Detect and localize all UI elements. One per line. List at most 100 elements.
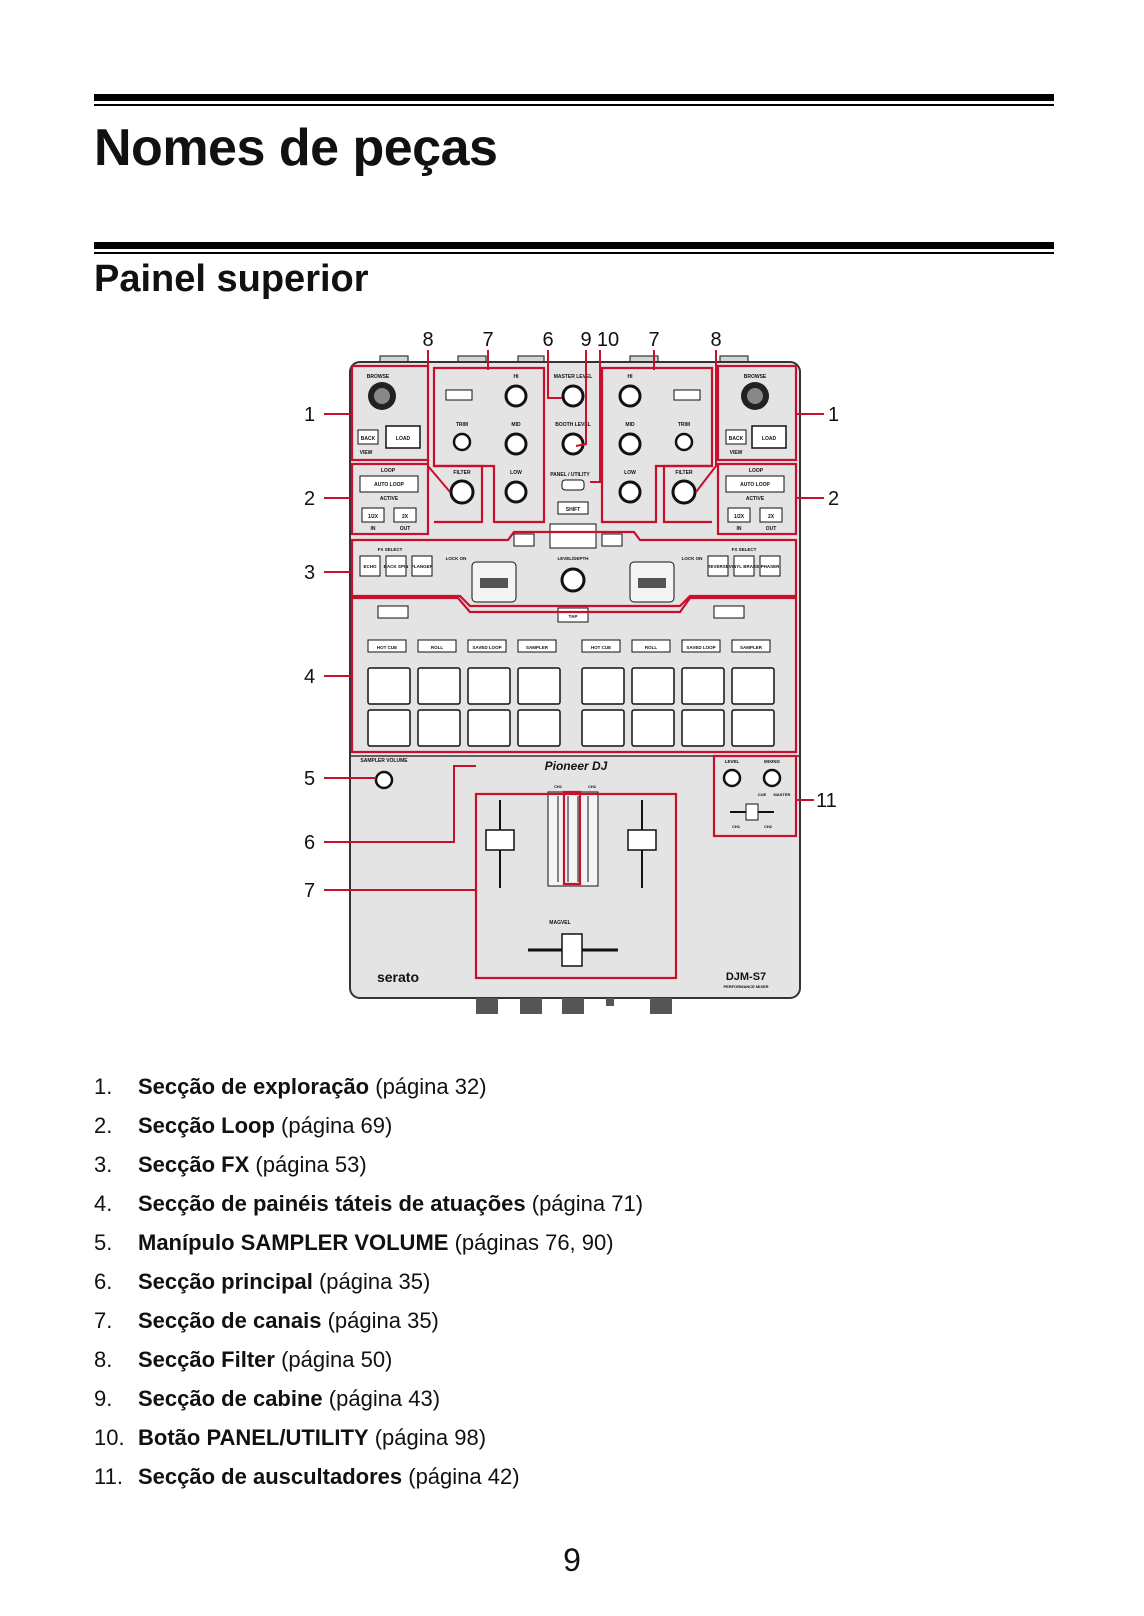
svg-text:LOCK ON: LOCK ON — [682, 556, 703, 561]
master-booth-section: MASTER LEVEL BOOTH LEVEL PANEL / UTILITY… — [549, 374, 597, 549]
svg-text:BACK SPIN: BACK SPIN — [384, 564, 409, 569]
svg-text:LEVEL: LEVEL — [725, 759, 740, 764]
svg-text:LEVEL/DEPTH: LEVEL/DEPTH — [557, 556, 588, 561]
list-item: 6.Secção principal (página 35) — [94, 1269, 431, 1294]
region-pads — [350, 596, 798, 754]
top-callouts: 8 7 6 9 10 7 8 — [422, 329, 721, 351]
callout-8-right: 8 — [710, 329, 721, 351]
region-filter-right — [662, 464, 712, 524]
svg-text:7: 7 — [304, 880, 315, 902]
svg-text:BOOTH LEVEL: BOOTH LEVEL — [555, 422, 591, 428]
loop-section-right: LOOP AUTO LOOP ACTIVE 1/2X 2X IN OUT — [725, 468, 785, 532]
side-callouts: 1 2 3 4 5 6 7 1 2 11 — [304, 404, 839, 902]
svg-text:OUT: OUT — [766, 526, 777, 532]
fx-section: FX SELECT FX SELECT ECHO BACK SPIN FLANG… — [359, 533, 781, 623]
svg-text:SAVED LOOP: SAVED LOOP — [686, 645, 715, 650]
svg-text:PANEL / UTILITY: PANEL / UTILITY — [550, 472, 590, 478]
svg-text:serato: serato — [377, 969, 419, 985]
svg-text:TRIM: TRIM — [678, 422, 690, 428]
svg-text:1: 1 — [304, 404, 315, 426]
svg-text:SAMPLER: SAMPLER — [526, 645, 549, 650]
svg-text:VINYL BRAKE: VINYL BRAKE — [729, 564, 759, 569]
svg-text:BROWSE: BROWSE — [367, 374, 390, 380]
mixer-top-panel-diagram: 8 7 6 9 10 7 8 BROWSE BACK LOAD VIEW BRO… — [304, 329, 839, 1014]
svg-text:MID: MID — [625, 422, 635, 428]
svg-text:LOW: LOW — [624, 470, 636, 476]
callout-7-left: 7 — [482, 329, 493, 351]
svg-text:ROLL: ROLL — [431, 645, 443, 650]
svg-text:FLANGER: FLANGER — [411, 564, 433, 569]
svg-text:2X: 2X — [768, 514, 775, 520]
svg-text:SAMPLER VOLUME: SAMPLER VOLUME — [360, 758, 408, 764]
callout-9-top: 9 — [580, 329, 591, 351]
heading-rule — [94, 94, 1054, 106]
svg-text:SAMPLER: SAMPLER — [740, 645, 763, 650]
svg-text:2: 2 — [828, 488, 839, 510]
list-item: 7.Secção de canais (página 35) — [94, 1308, 439, 1333]
svg-text:CH2: CH2 — [764, 824, 773, 829]
svg-text:6: 6 — [304, 832, 315, 854]
svg-text:SHIFT: SHIFT — [566, 507, 580, 513]
svg-text:4: 4 — [304, 666, 315, 688]
svg-text:VIEW: VIEW — [360, 450, 373, 456]
channel-eq-right: HI MID LOW TRIM FILTER — [618, 374, 701, 505]
svg-text:FILTER: FILTER — [453, 470, 471, 476]
svg-text:IN: IN — [737, 526, 742, 532]
svg-text:PERFORMANCE MIXER: PERFORMANCE MIXER — [723, 984, 768, 989]
callout-7-right: 7 — [648, 329, 659, 351]
svg-text:1/2X: 1/2X — [734, 514, 745, 520]
region-fx — [350, 530, 798, 608]
list-item: 4.Secção de painéis táteis de atuações (… — [94, 1191, 644, 1216]
highlight-regions — [350, 364, 798, 980]
svg-text:AUTO LOOP: AUTO LOOP — [374, 482, 404, 488]
svg-text:ACTIVE: ACTIVE — [380, 496, 399, 502]
svg-text:MASTER: MASTER — [774, 792, 791, 797]
svg-text:IN: IN — [371, 526, 376, 532]
svg-text:CH1: CH1 — [732, 824, 741, 829]
svg-text:ECHO: ECHO — [363, 564, 377, 569]
svg-text:CH2: CH2 — [588, 784, 597, 789]
svg-text:HOT CUE: HOT CUE — [591, 645, 611, 650]
svg-text:PHASER: PHASER — [761, 564, 781, 569]
list-item: 5.Manípulo SAMPLER VOLUME (páginas 76, 9… — [94, 1230, 614, 1255]
svg-text:HI: HI — [628, 374, 634, 380]
region-channel-right — [600, 366, 714, 524]
svg-text:LOAD: LOAD — [396, 436, 411, 442]
list-item: 9.Secção de cabine (página 43) — [94, 1386, 441, 1411]
svg-text:SAVED LOOP: SAVED LOOP — [472, 645, 501, 650]
region-headphones — [712, 754, 798, 838]
list-item: 1.Secção de exploração (página 32) — [94, 1074, 487, 1099]
list-item: 3.Secção FX (página 53) — [94, 1152, 367, 1177]
svg-text:1: 1 — [828, 404, 839, 426]
section-title: Painel superior — [94, 258, 369, 300]
svg-text:HI: HI — [514, 374, 520, 380]
svg-text:LOAD: LOAD — [762, 436, 777, 442]
svg-text:TRIM: TRIM — [456, 422, 468, 428]
region-master-meter — [562, 790, 582, 886]
parts-list: 1.Secção de exploração (página 32) 2.Sec… — [94, 1074, 643, 1503]
lower-section: SAMPLER VOLUME Pioneer DJ CH1 CH2 MAGVEL… — [360, 758, 790, 989]
list-item: 10.Botão PANEL/UTILITY (página 98) — [94, 1425, 487, 1450]
list-item: 11.Secção de auscultadores (página 42) — [94, 1464, 520, 1489]
svg-text:MID: MID — [511, 422, 521, 428]
svg-text:2X: 2X — [402, 514, 409, 520]
svg-text:MAGVEL: MAGVEL — [549, 920, 570, 926]
list-item: 2.Secção Loop (página 69) — [94, 1113, 393, 1138]
svg-text:REVERSE: REVERSE — [707, 564, 729, 569]
svg-text:FILTER: FILTER — [675, 470, 693, 476]
svg-text:CH1: CH1 — [554, 784, 563, 789]
subheading-rule — [94, 242, 1054, 254]
svg-text:LOOP: LOOP — [749, 468, 764, 474]
leader-lines — [324, 350, 824, 891]
region-channel-faders — [474, 792, 678, 980]
svg-text:FX SELECT: FX SELECT — [732, 547, 757, 552]
svg-text:AUTO LOOP: AUTO LOOP — [740, 482, 770, 488]
svg-text:2: 2 — [304, 488, 315, 510]
callout-6-top: 6 — [542, 329, 553, 351]
svg-text:DJM-S7: DJM-S7 — [726, 971, 766, 983]
svg-text:3: 3 — [304, 562, 315, 584]
page-number: 9 — [563, 1542, 581, 1578]
svg-text:FX SELECT: FX SELECT — [378, 547, 403, 552]
callout-8-left: 8 — [422, 329, 433, 351]
performance-pads: HOT CUE ROLL SAVED LOOP SAMPLER HOT CUE … — [367, 605, 775, 747]
